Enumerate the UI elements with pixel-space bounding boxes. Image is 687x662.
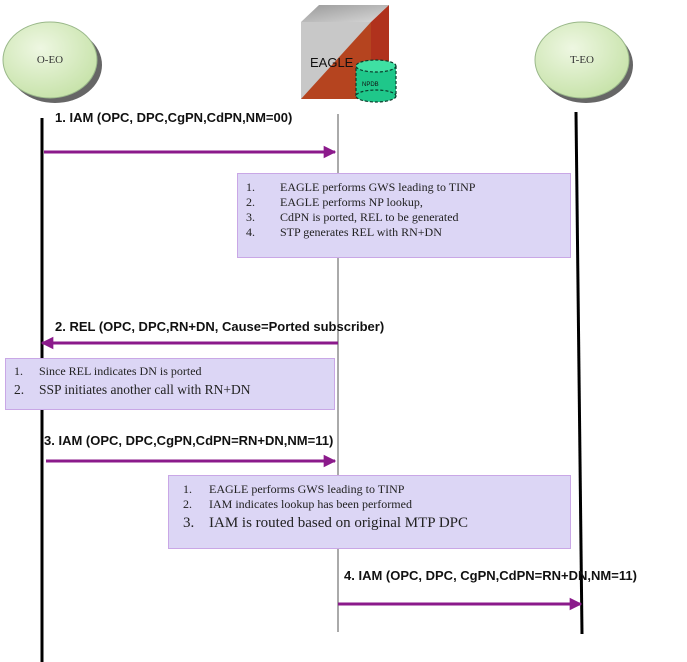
note-eagle-route: 1.EAGLE performs GWS leading to TINP 2.I… [168,475,571,549]
note-item: 2.SSP initiates another call with RN+DN [14,382,251,397]
message-3-label: 3. IAM (OPC, DPC,CgPN,CdPN=RN+DN,NM=11) [44,433,333,448]
note-item: 1.Since REL indicates DN is ported [14,364,202,378]
note-item: 2.IAM indicates lookup has been performe… [183,497,412,511]
note-item: 4.STP generates REL with RN+DN [246,225,442,239]
npdb-cylinder: NPDB [355,59,397,103]
t-eo-label: T-EO [570,54,594,66]
note-eagle-np-lookup: 1.EAGLE performs GWS leading to TINP 2.E… [237,173,571,258]
note-ssp-reroute: 1.Since REL indicates DN is ported 2.SSP… [5,358,335,410]
message-2-label: 2. REL (OPC, DPC,RN+DN, Cause=Ported sub… [55,319,384,334]
note-item: 1.EAGLE performs GWS leading to TINP [246,180,476,194]
t-eo-node: T-EO [534,21,633,103]
o-eo-node: O-EO [2,21,102,103]
o-eo-label: O-EO [37,54,63,66]
note-item: 1.EAGLE performs GWS leading to TINP [183,482,405,496]
npdb-label: NPDB [362,82,379,88]
eagle-node: EAGLE NPDB [301,5,397,103]
note-item: 3.IAM is routed based on original MTP DP… [183,515,469,531]
message-4-label: 4. IAM (OPC, DPC, CgPN,CdPN=RN+DN,NM=11) [344,568,637,583]
note-item: 2.EAGLE performs NP lookup, [246,195,423,209]
eagle-label: EAGLE [310,55,354,70]
note-item: 3.CdPN is ported, REL to be generated [246,210,459,224]
t-eo-lifeline [574,111,584,635]
message-1-label: 1. IAM (OPC, DPC,CgPN,CdPN,NM=00) [55,110,292,125]
